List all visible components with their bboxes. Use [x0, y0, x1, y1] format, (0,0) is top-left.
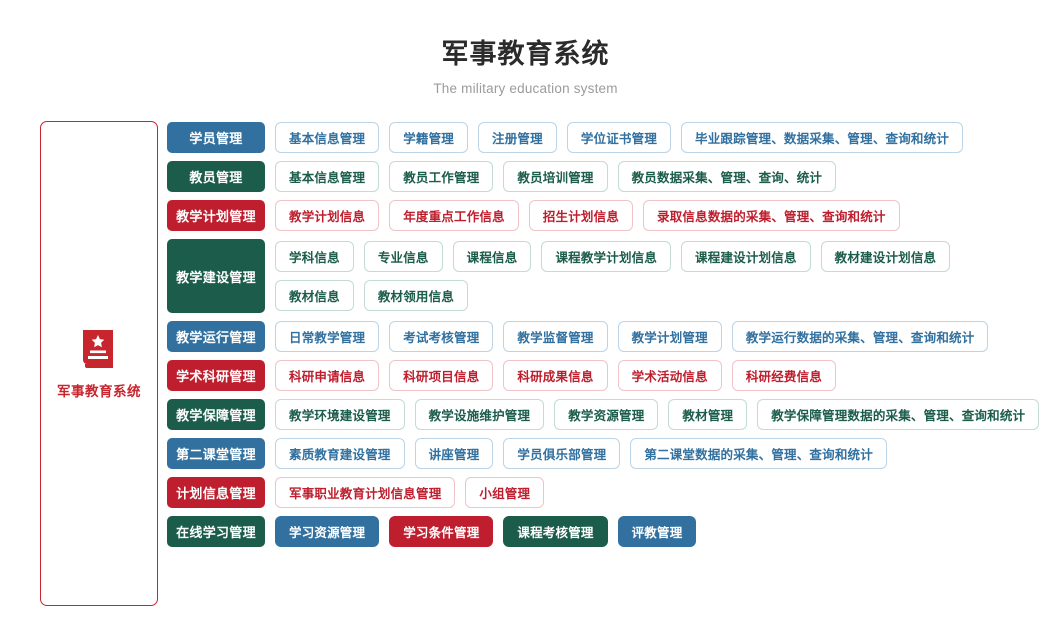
module-button[interactable]: 科研经费信息 — [731, 360, 837, 392]
module-button[interactable]: 专业信息 — [363, 241, 443, 273]
category-items: 基本信息管理教员工作管理教员培训管理教员数据采集、管理、查询、统计 — [275, 161, 1051, 193]
module-button[interactable]: 基本信息管理 — [275, 161, 380, 193]
module-button[interactable]: 科研申请信息 — [275, 360, 380, 392]
category-row: 教学运行管理日常教学管理考试考核管理教学监督管理教学计划管理教学运行数据的采集、… — [167, 321, 1051, 353]
page-title: 军事教育系统 — [441, 39, 610, 69]
module-button[interactable]: 教学计划管理 — [617, 321, 722, 353]
module-button[interactable]: 教学监督管理 — [503, 321, 608, 353]
module-button[interactable]: 学习条件管理 — [389, 516, 494, 548]
module-button[interactable]: 军事职业教育计划信息管理 — [275, 477, 456, 509]
category-items: 学习资源管理学习条件管理课程考核管理评教管理 — [275, 516, 1051, 548]
module-button[interactable]: 教学保障管理数据的采集、管理、查询和统计 — [757, 399, 1040, 431]
sidebar-brand-label: 军事教育系统 — [57, 384, 141, 400]
module-button[interactable]: 学科信息 — [275, 241, 354, 273]
module-button[interactable]: 科研项目信息 — [389, 360, 494, 392]
category-row: 第二课堂管理素质教育建设管理讲座管理学员俱乐部管理第二课堂数据的采集、管理、查询… — [167, 438, 1051, 470]
category-subrow: 教学环境建设管理教学设施维护管理教学资源管理教材管理教学保障管理数据的采集、管理… — [275, 399, 1051, 431]
content-area: 军事教育系统 学员管理基本信息管理学籍管理注册管理学位证书管理毕业跟踪管理、数据… — [0, 96, 1051, 607]
module-button[interactable]: 考试考核管理 — [389, 321, 494, 353]
category-button[interactable]: 教学建设管理 — [167, 239, 265, 314]
category-subrow: 学科信息专业信息课程信息课程教学计划信息课程建设计划信息教材建设计划信息 — [275, 241, 1051, 273]
category-row: 学术科研管理科研申请信息科研项目信息科研成果信息学术活动信息科研经费信息 — [167, 360, 1051, 392]
module-button[interactable]: 学术活动信息 — [617, 360, 722, 392]
category-rows: 学员管理基本信息管理学籍管理注册管理学位证书管理毕业跟踪管理、数据采集、管理、查… — [167, 121, 1051, 555]
module-button[interactable]: 年度重点工作信息 — [389, 200, 519, 232]
category-button[interactable]: 教学计划管理 — [167, 200, 265, 232]
module-button[interactable]: 学习资源管理 — [275, 516, 380, 548]
category-items: 军事职业教育计划信息管理小组管理 — [275, 477, 1051, 509]
module-button[interactable]: 招生计划信息 — [528, 200, 634, 232]
module-button[interactable]: 教学资源管理 — [554, 399, 659, 431]
module-button[interactable]: 教材领用信息 — [363, 280, 469, 312]
category-button[interactable]: 学术科研管理 — [167, 360, 265, 392]
category-button[interactable]: 在线学习管理 — [167, 516, 265, 548]
module-button[interactable]: 学位证书管理 — [566, 122, 672, 154]
category-subrow: 基本信息管理教员工作管理教员培训管理教员数据采集、管理、查询、统计 — [275, 161, 1051, 193]
page-subtitle: The military education system — [433, 81, 618, 97]
module-button[interactable]: 教员数据采集、管理、查询、统计 — [617, 161, 837, 193]
category-items: 教学计划信息年度重点工作信息招生计划信息录取信息数据的采集、管理、查询和统计 — [275, 200, 1051, 232]
module-button[interactable]: 教材建设计划信息 — [820, 241, 951, 273]
category-subrow: 素质教育建设管理讲座管理学员俱乐部管理第二课堂数据的采集、管理、查询和统计 — [275, 438, 1051, 470]
category-items: 日常教学管理考试考核管理教学监督管理教学计划管理教学运行数据的采集、管理、查询和… — [275, 321, 1051, 353]
category-subrow: 日常教学管理考试考核管理教学监督管理教学计划管理教学运行数据的采集、管理、查询和… — [275, 321, 1051, 353]
module-button[interactable]: 课程考核管理 — [503, 516, 608, 548]
category-subrow: 军事职业教育计划信息管理小组管理 — [275, 477, 1051, 509]
category-row: 在线学习管理学习资源管理学习条件管理课程考核管理评教管理 — [167, 516, 1051, 548]
module-button[interactable]: 教学运行数据的采集、管理、查询和统计 — [731, 321, 989, 353]
category-row: 教员管理基本信息管理教员工作管理教员培训管理教员数据采集、管理、查询、统计 — [167, 161, 1051, 193]
category-items: 基本信息管理学籍管理注册管理学位证书管理毕业跟踪管理、数据采集、管理、查询和统计 — [275, 122, 1051, 154]
module-button[interactable]: 科研成果信息 — [503, 360, 608, 392]
category-button[interactable]: 教学运行管理 — [167, 321, 265, 353]
category-button[interactable]: 学员管理 — [167, 122, 265, 154]
module-button[interactable]: 教员工作管理 — [389, 161, 494, 193]
module-button[interactable]: 评教管理 — [617, 516, 697, 548]
category-button[interactable]: 教学保障管理 — [167, 399, 265, 431]
book-star-icon — [77, 327, 121, 371]
category-row: 教学建设管理学科信息专业信息课程信息课程教学计划信息课程建设计划信息教材建设计划… — [167, 239, 1051, 314]
module-button[interactable]: 教材管理 — [668, 399, 748, 431]
module-button[interactable]: 素质教育建设管理 — [275, 438, 405, 470]
module-button[interactable]: 录取信息数据的采集、管理、查询和统计 — [643, 200, 900, 232]
module-button[interactable]: 第二课堂数据的采集、管理、查询和统计 — [630, 438, 887, 470]
category-subrow: 教材信息教材领用信息 — [275, 280, 1051, 312]
category-items: 科研申请信息科研项目信息科研成果信息学术活动信息科研经费信息 — [275, 360, 1051, 392]
category-row: 教学计划管理教学计划信息年度重点工作信息招生计划信息录取信息数据的采集、管理、查… — [167, 200, 1051, 232]
module-button[interactable]: 注册管理 — [478, 122, 557, 154]
module-button[interactable]: 日常教学管理 — [275, 321, 380, 353]
module-button[interactable]: 学员俱乐部管理 — [503, 438, 621, 470]
module-button[interactable]: 学籍管理 — [389, 122, 469, 154]
module-button[interactable]: 讲座管理 — [414, 438, 494, 470]
category-row: 学员管理基本信息管理学籍管理注册管理学位证书管理毕业跟踪管理、数据采集、管理、查… — [167, 122, 1051, 154]
category-row: 教学保障管理教学环境建设管理教学设施维护管理教学资源管理教材管理教学保障管理数据… — [167, 399, 1051, 431]
category-subrow: 科研申请信息科研项目信息科研成果信息学术活动信息科研经费信息 — [275, 360, 1051, 392]
module-button[interactable]: 教学计划信息 — [275, 200, 380, 232]
category-subrow: 学习资源管理学习条件管理课程考核管理评教管理 — [275, 516, 1051, 548]
module-button[interactable]: 毕业跟踪管理、数据采集、管理、查询和统计 — [681, 122, 964, 154]
category-subrow: 教学计划信息年度重点工作信息招生计划信息录取信息数据的采集、管理、查询和统计 — [275, 200, 1051, 232]
module-button[interactable]: 教材信息 — [275, 280, 354, 312]
module-button[interactable]: 教学设施维护管理 — [414, 399, 545, 431]
category-row: 计划信息管理军事职业教育计划信息管理小组管理 — [167, 477, 1051, 509]
module-button[interactable]: 课程教学计划信息 — [541, 241, 672, 273]
page-header: 军事教育系统 The military education system — [0, 0, 1051, 96]
module-button[interactable]: 课程信息 — [452, 241, 532, 273]
category-button[interactable]: 教员管理 — [167, 161, 265, 193]
category-button[interactable]: 第二课堂管理 — [167, 438, 265, 470]
module-button[interactable]: 课程建设计划信息 — [681, 241, 811, 273]
category-items: 教学环境建设管理教学设施维护管理教学资源管理教材管理教学保障管理数据的采集、管理… — [275, 399, 1051, 431]
category-button[interactable]: 计划信息管理 — [167, 477, 265, 509]
category-subrow: 基本信息管理学籍管理注册管理学位证书管理毕业跟踪管理、数据采集、管理、查询和统计 — [275, 122, 1051, 154]
sidebar-brand-panel[interactable]: 军事教育系统 — [40, 121, 158, 607]
module-button[interactable]: 基本信息管理 — [275, 122, 380, 154]
module-button[interactable]: 教学环境建设管理 — [275, 399, 405, 431]
module-button[interactable]: 小组管理 — [465, 477, 545, 509]
category-items: 学科信息专业信息课程信息课程教学计划信息课程建设计划信息教材建设计划信息教材信息… — [275, 239, 1051, 313]
module-button[interactable]: 教员培训管理 — [503, 161, 608, 193]
category-items: 素质教育建设管理讲座管理学员俱乐部管理第二课堂数据的采集、管理、查询和统计 — [275, 438, 1051, 470]
